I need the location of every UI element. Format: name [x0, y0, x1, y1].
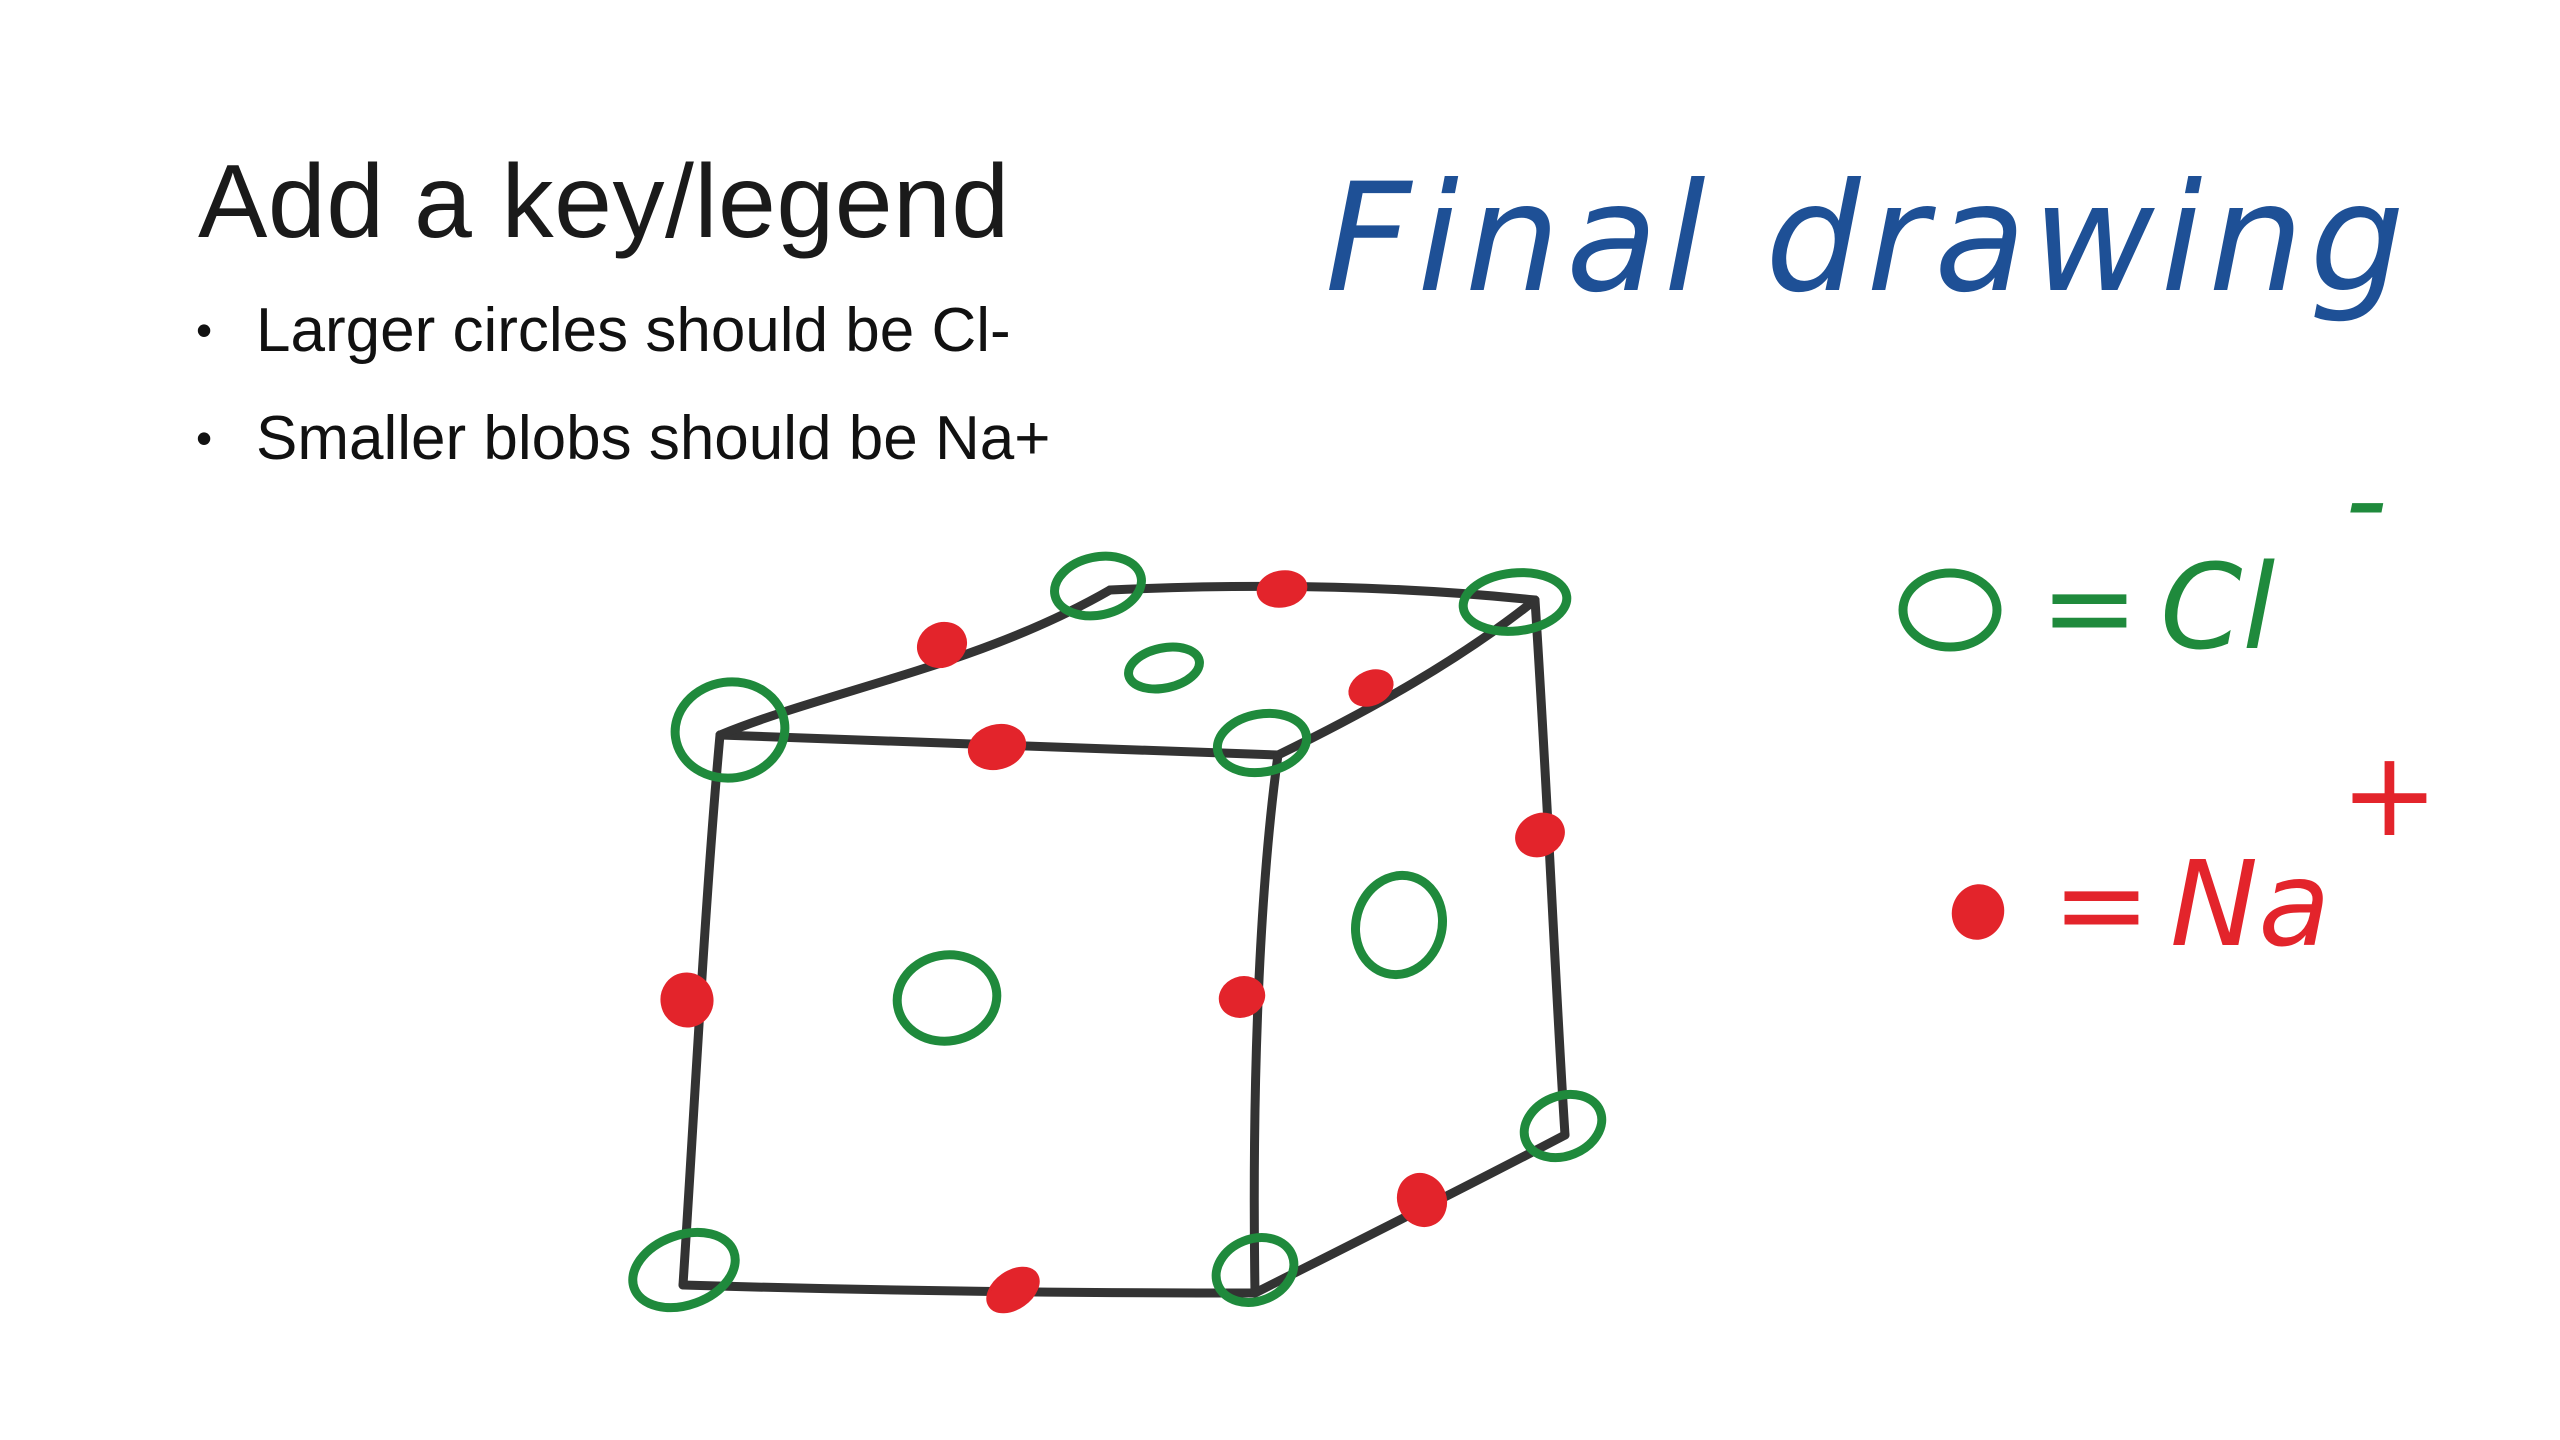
legend-na-charge: + [2340, 725, 2439, 863]
cl-ion [628, 1227, 740, 1313]
cl-ion [1050, 551, 1146, 621]
na-ion [1218, 976, 1266, 1018]
slide-title: Add a key/legend [198, 144, 1010, 260]
cl-ion [1458, 568, 1572, 636]
legend-na-equals: = [2052, 835, 2151, 973]
cube-edge-front-bottom [678, 1280, 1260, 1298]
bullet-marker: • [196, 412, 213, 464]
legend-na-label: Na [2170, 835, 2331, 973]
legend: = Cl - = Na + [1898, 430, 2439, 973]
sodium-ions [660, 570, 1565, 1314]
chloride-ions [628, 551, 1607, 1313]
handwritten-title: Final drawing [1325, 152, 2411, 326]
legend-cl-symbol-icon [1898, 568, 2002, 652]
cube-edge-top-left [715, 585, 1115, 740]
na-ion [1515, 812, 1565, 858]
legend-na-symbol-icon [1951, 884, 2005, 940]
bullet-item-chloride: • Larger circles should be Cl- [196, 296, 1050, 365]
na-ion [967, 723, 1027, 771]
cube-edge-top-back [1105, 581, 1540, 605]
legend-cl-equals: = [2040, 538, 2139, 676]
na-ion [1396, 1173, 1448, 1227]
legend-cl-charge: - [2345, 430, 2388, 568]
na-ion [660, 972, 714, 1028]
bullet-text: Smaller blobs should be Na+ [256, 403, 1051, 473]
na-ion [986, 1266, 1040, 1314]
cl-ion [670, 677, 790, 783]
legend-cl-label: Cl [2160, 538, 2275, 676]
na-ion [917, 621, 967, 669]
legend-sodium: = Na + [1951, 725, 2439, 973]
bullet-list: • Larger circles should be Cl- • Smaller… [196, 296, 1050, 514]
cl-ion [892, 950, 1002, 1046]
cl-ion [1211, 1233, 1299, 1307]
cube-edge-top-right [1273, 595, 1540, 760]
cl-ion [1124, 642, 1204, 694]
cube-edge-back-right [1530, 595, 1570, 1140]
bullet-marker: • [196, 304, 213, 356]
legend-chloride: = Cl - [1898, 430, 2388, 676]
bullet-text: Larger circles should be Cl- [256, 295, 1011, 365]
cl-ion [1519, 1089, 1607, 1163]
na-ion [1256, 570, 1308, 608]
cl-ion [1350, 870, 1448, 980]
cube-edge-front-top [715, 730, 1283, 760]
cube-edge-front-right [1249, 750, 1283, 1298]
cl-ion [1212, 708, 1312, 778]
bullet-item-sodium: • Smaller blobs should be Na+ [196, 404, 1050, 473]
na-ion [1348, 669, 1394, 707]
